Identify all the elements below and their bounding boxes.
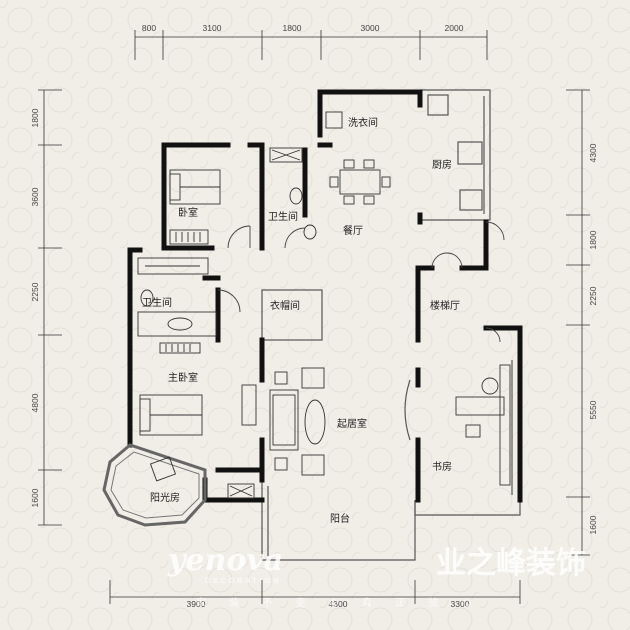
room-closet-label: 衣帽间 [270,299,300,312]
study-chair-icon [481,377,499,395]
dim-right-3: 2250 [588,286,598,305]
bookshelf-icon [499,364,511,486]
room-stair-hall-label: 楼梯厅 [430,299,460,312]
dim-left-2: 3600 [30,187,40,206]
watermark-brand-cn: 业之峰装饰 [436,546,586,581]
dim-bottom-2: 4300 [329,599,348,609]
master-wardrobe-icon [159,342,201,354]
dim-right-1: 4300 [588,143,598,162]
room-bedroom-label: 卧室 [178,206,198,219]
washer-icon [325,111,343,129]
armchair-icon [301,367,325,389]
dimension-top [134,30,488,60]
dim-top-1: 800 [142,23,156,33]
sunroom-inner-outline [110,451,200,519]
toilet-icon [289,187,303,205]
furniture [137,111,511,499]
room-master-bedroom-label: 主卧室 [168,371,198,384]
dim-left-1: 1800 [30,108,40,127]
dim-left-4: 4800 [30,393,40,412]
wardrobe-icon [169,229,209,245]
watermark-bottom-text: 家 装 不 变 心 真 正 放 心 [196,596,481,609]
dim-right-2: 1800 [588,230,598,249]
dimension-left [38,89,62,526]
dim-top-3: 1800 [283,23,302,33]
dim-bottom-1: 3900 [187,599,206,609]
sunroom-chair-icon [149,456,177,482]
room-sunroom-label: 阳光房 [150,491,180,504]
sink-lower-icon [167,317,193,331]
bathtub-icon [269,147,303,163]
tv-unit-icon [241,384,257,426]
dining-table-icon [339,169,381,195]
room-living-label: 起居室 [337,417,367,430]
room-bathroom-upper-label: 卫生间 [268,210,298,223]
dim-bottom-3: 3300 [451,599,470,609]
dim-right-5: 1600 [588,515,598,534]
watermark-brand-en: yenova [167,543,283,578]
door-swings [217,221,505,343]
dim-right-4: 5550 [588,400,598,419]
room-laundry-label: 洗衣间 [348,116,378,129]
watermark-sub: DECORATION [205,578,281,585]
dim-top-4: 3000 [361,23,380,33]
sink-icon [303,224,317,240]
dim-top-5: 2000 [445,23,464,33]
sunroom-outline [102,443,207,527]
dimension-bottom [109,580,521,604]
dim-left-5: 1600 [30,488,40,507]
desk-icon [455,396,505,416]
walls [127,89,523,503]
bathtub-lower-icon [137,257,209,275]
dim-left-3: 2250 [30,282,40,301]
coffee-table-icon [304,399,326,445]
room-kitchen-label: 厨房 [432,158,452,171]
room-balcony-label: 阳台 [330,512,350,525]
room-dining-label: 餐厅 [343,224,363,237]
room-bathroom-lower-label: 卫生间 [142,296,172,309]
dimension-right [566,89,590,556]
sofa-icon [269,389,299,451]
room-study-label: 书房 [432,460,452,473]
dim-top-2: 3100 [203,23,222,33]
watermark: yenova 业之峰装饰 DECORATION 家 装 不 变 心 真 正 放 … [167,543,586,609]
toilet-lower-icon [140,289,154,307]
